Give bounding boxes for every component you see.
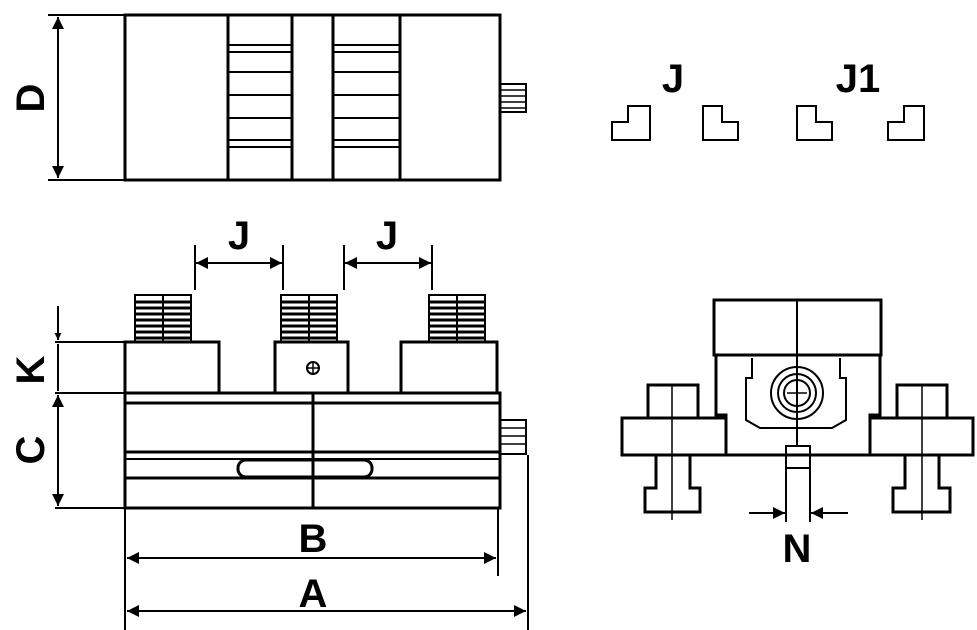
label-n: N (783, 527, 812, 571)
jaw-symbol-icon (611, 105, 651, 141)
key (785, 445, 811, 469)
label-j-symbol: J (662, 57, 684, 101)
slot (236, 458, 374, 479)
front-view: J J K C B A (9, 214, 529, 630)
label-j-left: J (228, 214, 250, 258)
top-view: D (9, 13, 527, 182)
label-a: A (299, 572, 328, 616)
side-view: N (620, 298, 975, 571)
label-d: D (9, 84, 53, 113)
knob-front (499, 419, 527, 455)
knob-top (499, 83, 527, 113)
jaw-symbol-icon (702, 105, 739, 141)
thread-bolt (428, 294, 486, 343)
label-j-right: J (376, 214, 398, 258)
label-c: C (9, 436, 53, 465)
thread-bolt (280, 294, 338, 343)
thread-bolt (134, 294, 192, 343)
jaw-symbols: J J1 (611, 57, 925, 141)
screw-head-icon (770, 366, 824, 420)
label-b: B (299, 517, 328, 561)
label-k: K (9, 355, 53, 384)
label-j1-symbol: J1 (836, 57, 881, 101)
jaw-symbol-icon (887, 105, 925, 141)
jaw-symbol-icon (796, 105, 833, 141)
